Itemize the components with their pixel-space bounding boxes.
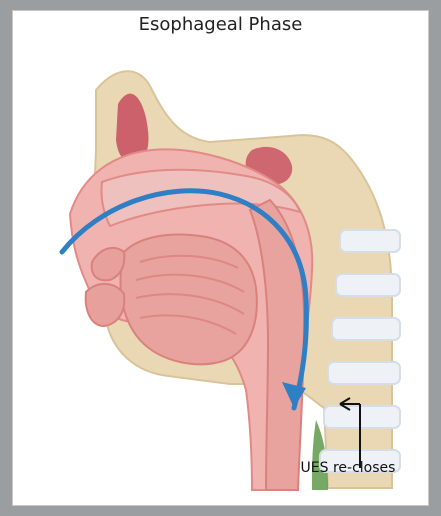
callout-label: UES re-closes (288, 460, 408, 476)
